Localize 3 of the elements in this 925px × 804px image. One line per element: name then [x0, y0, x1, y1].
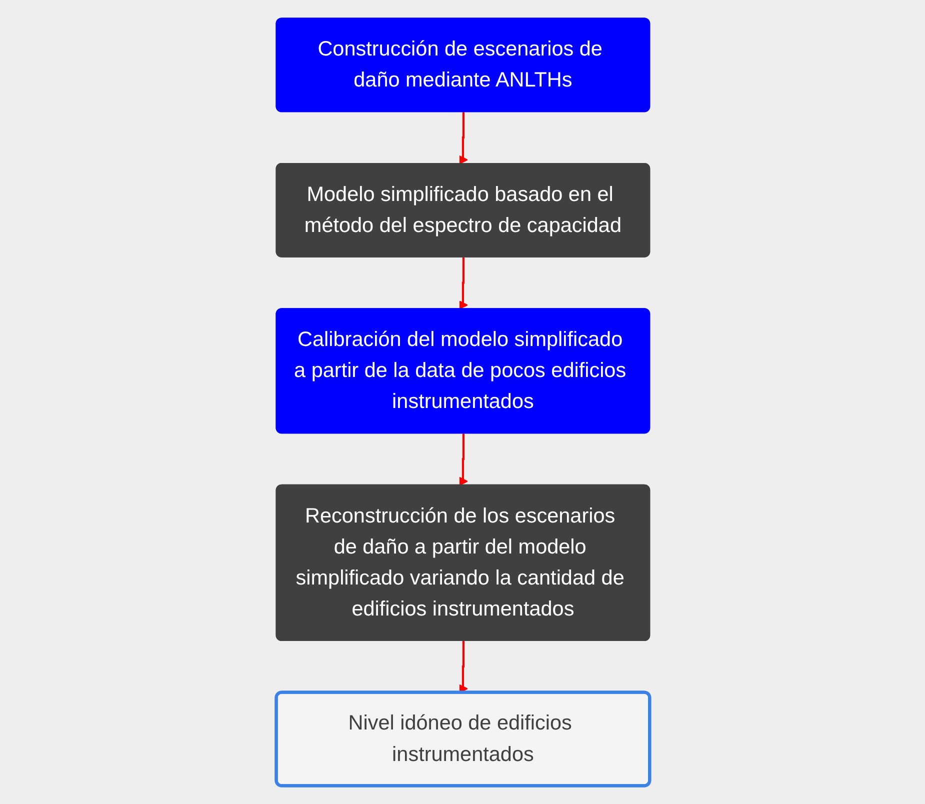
- arrow: [458, 257, 468, 310]
- arrow: [458, 434, 468, 486]
- arrow: [458, 112, 468, 164]
